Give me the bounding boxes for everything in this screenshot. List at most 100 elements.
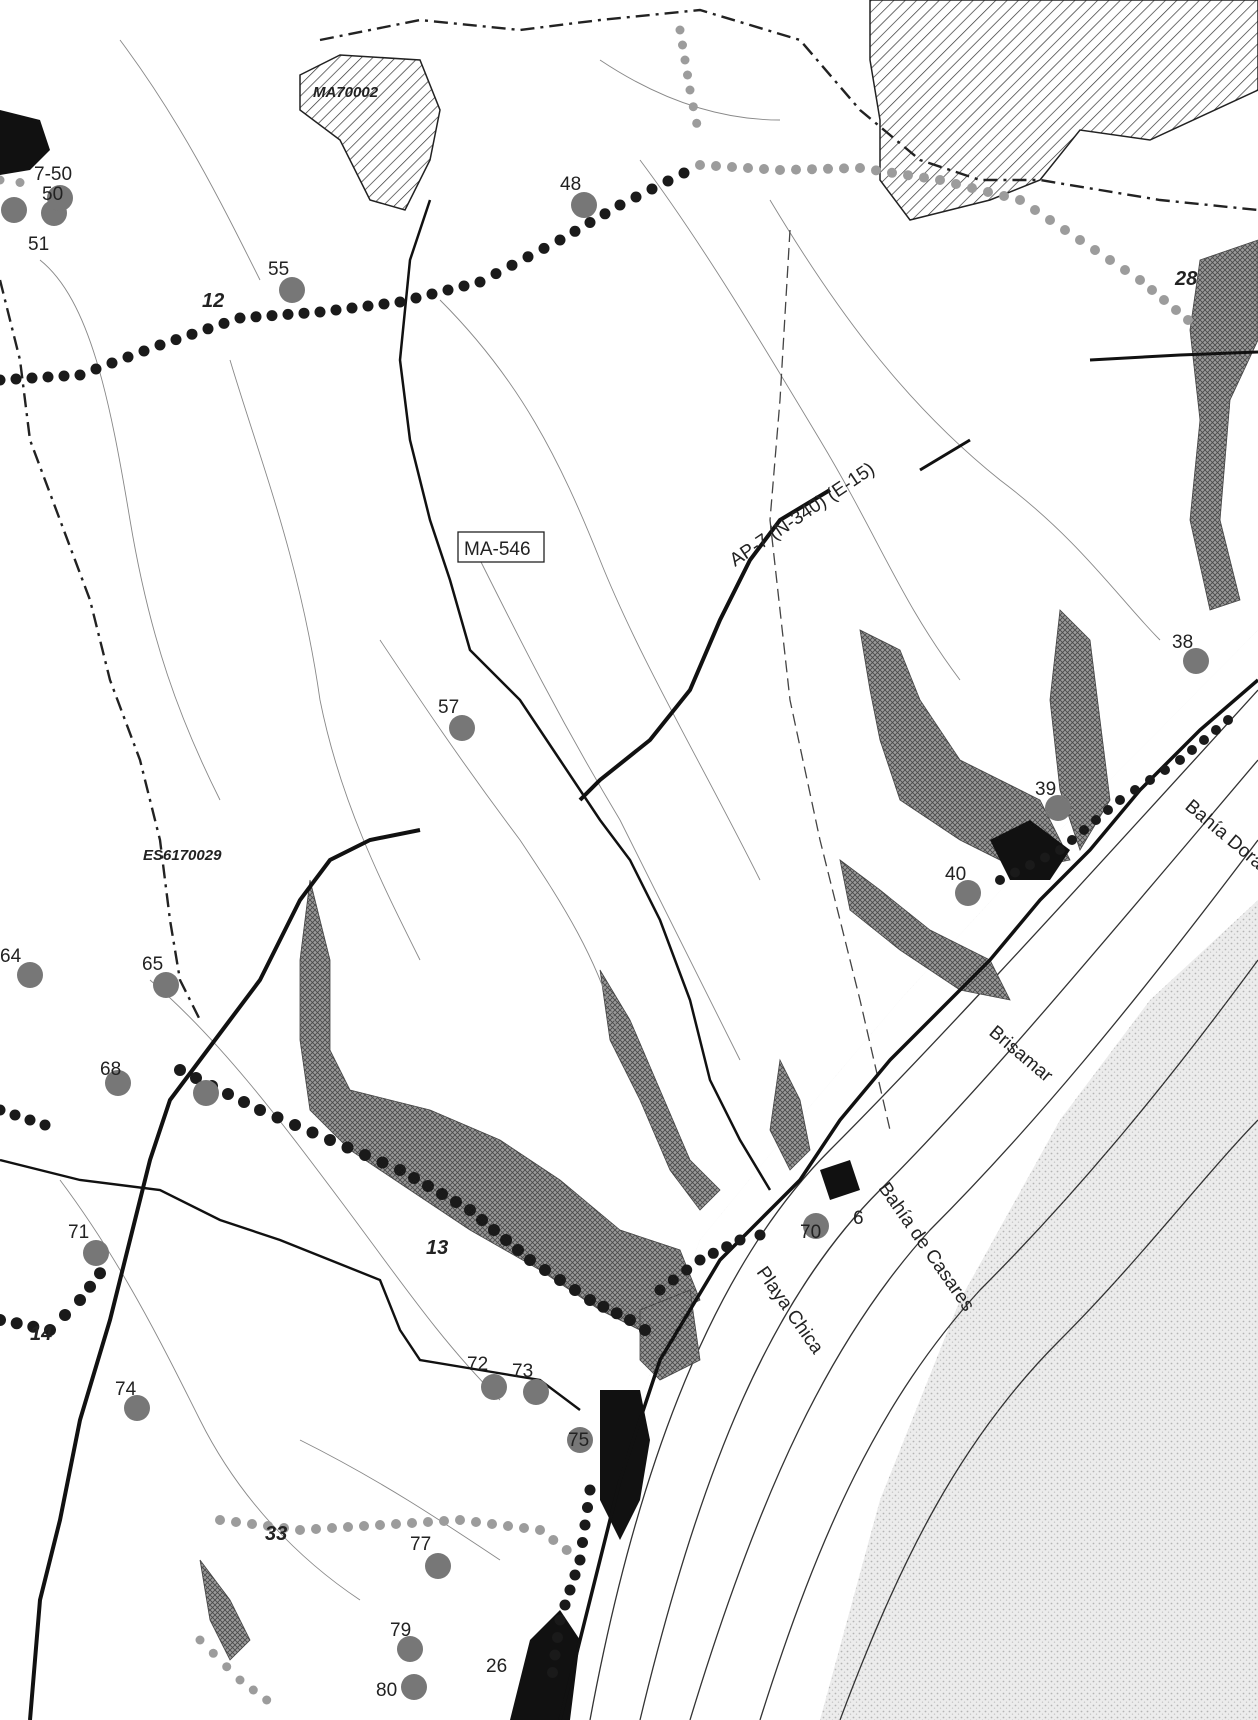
route-dot — [426, 288, 438, 300]
point-marker[interactable] — [571, 192, 597, 218]
route-dot — [951, 179, 961, 189]
route-dot — [584, 1294, 596, 1306]
route-dot — [376, 1156, 389, 1169]
route-dot — [1145, 775, 1155, 785]
route-dot — [561, 1545, 572, 1555]
point-marker[interactable] — [279, 277, 305, 303]
route-dot — [378, 298, 390, 310]
point-marker[interactable] — [1183, 648, 1209, 674]
label-70: 70 — [800, 1222, 821, 1243]
route-dot — [238, 1096, 250, 1108]
route-dot — [234, 312, 246, 324]
route-dot — [995, 875, 1005, 885]
route-dot — [1115, 795, 1125, 805]
route-dot — [759, 164, 769, 174]
point-marker[interactable] — [153, 972, 179, 998]
point-marker[interactable] — [47, 185, 73, 211]
point-marker[interactable] — [124, 1395, 150, 1421]
protected-zone-northeast — [869, 0, 1258, 221]
point-marker[interactable] — [17, 962, 43, 988]
route-dot — [474, 276, 486, 288]
route-dot — [678, 40, 687, 50]
route-dot — [471, 1517, 481, 1527]
sea-white-strip — [560, 630, 1258, 1720]
label-28: 28 — [1174, 268, 1198, 290]
route-dot — [743, 163, 753, 173]
route-dot — [552, 1632, 563, 1643]
point-marker[interactable] — [803, 1213, 829, 1239]
route-dot — [407, 1518, 417, 1528]
road-local-west — [0, 1158, 581, 1411]
point-marker[interactable] — [449, 715, 475, 741]
route-dot — [263, 1521, 273, 1531]
route-dot — [1015, 195, 1025, 205]
route-dot — [1010, 867, 1020, 878]
point-marker[interactable] — [481, 1374, 507, 1400]
point-marker[interactable] — [1045, 795, 1071, 821]
point-marker[interactable] — [397, 1636, 423, 1662]
route-dot — [324, 1134, 336, 1146]
route-dot — [887, 167, 897, 178]
route-dot — [791, 164, 801, 175]
route-dot — [582, 1502, 593, 1513]
route-dot — [678, 167, 690, 179]
route-dot — [1183, 315, 1193, 325]
route-dot — [222, 1662, 232, 1672]
point-marker[interactable] — [567, 1427, 593, 1453]
route-dot — [422, 1180, 434, 1192]
route-dot — [721, 1241, 733, 1253]
road-spur-top — [919, 438, 971, 472]
route-dot — [807, 164, 817, 175]
point-marker[interactable] — [401, 1674, 427, 1700]
route-dot — [1055, 845, 1065, 855]
route-dot — [775, 165, 785, 175]
road-coastal — [558, 678, 1258, 1720]
route-dot — [74, 1294, 86, 1306]
route-dot — [683, 70, 692, 80]
route-dot — [94, 1267, 106, 1280]
route-dot — [614, 199, 626, 211]
zone-label-ma70002: MA70002 — [313, 84, 379, 101]
route-dot — [554, 1614, 566, 1626]
route-dot — [138, 345, 150, 357]
route-dot — [711, 161, 721, 171]
route-dot — [1147, 285, 1157, 295]
route-dot — [0, 1314, 6, 1326]
point-marker[interactable] — [955, 880, 981, 906]
route-dot — [247, 1519, 257, 1529]
route-dot — [439, 1516, 449, 1526]
route-dot — [547, 1667, 558, 1678]
point-marker[interactable] — [83, 1240, 109, 1266]
route-dot — [524, 1254, 536, 1266]
route-dot — [554, 234, 566, 246]
route-dot — [215, 1515, 225, 1525]
route-dot — [639, 1324, 651, 1336]
point-marker[interactable] — [1, 197, 27, 223]
route-dot — [999, 191, 1009, 201]
label-74: 74 — [115, 1379, 137, 1400]
route-dot — [707, 1247, 719, 1259]
point-marker[interactable] — [105, 1070, 131, 1096]
point-marker[interactable] — [193, 1080, 219, 1106]
road-spur-ne — [1089, 350, 1258, 362]
route-dot — [569, 225, 581, 237]
route-dot — [0, 175, 5, 185]
route-dot — [359, 1149, 371, 1161]
label-71: 71 — [68, 1222, 89, 1243]
route-dot — [903, 170, 913, 181]
route-dot — [685, 85, 695, 95]
route-dot — [967, 183, 977, 193]
label-55: 55 — [268, 259, 289, 280]
point-marker[interactable] — [425, 1553, 451, 1579]
route-label-12: 12 — [202, 290, 224, 312]
route-dot — [1171, 305, 1181, 315]
route-dot — [500, 1234, 512, 1246]
label-48: 48 — [560, 174, 581, 195]
route-dot — [1130, 785, 1140, 795]
route-dot — [646, 183, 658, 195]
route-dot — [522, 251, 534, 263]
route-dot — [10, 373, 22, 385]
route-dot — [1075, 235, 1085, 245]
point-marker[interactable] — [523, 1379, 549, 1405]
